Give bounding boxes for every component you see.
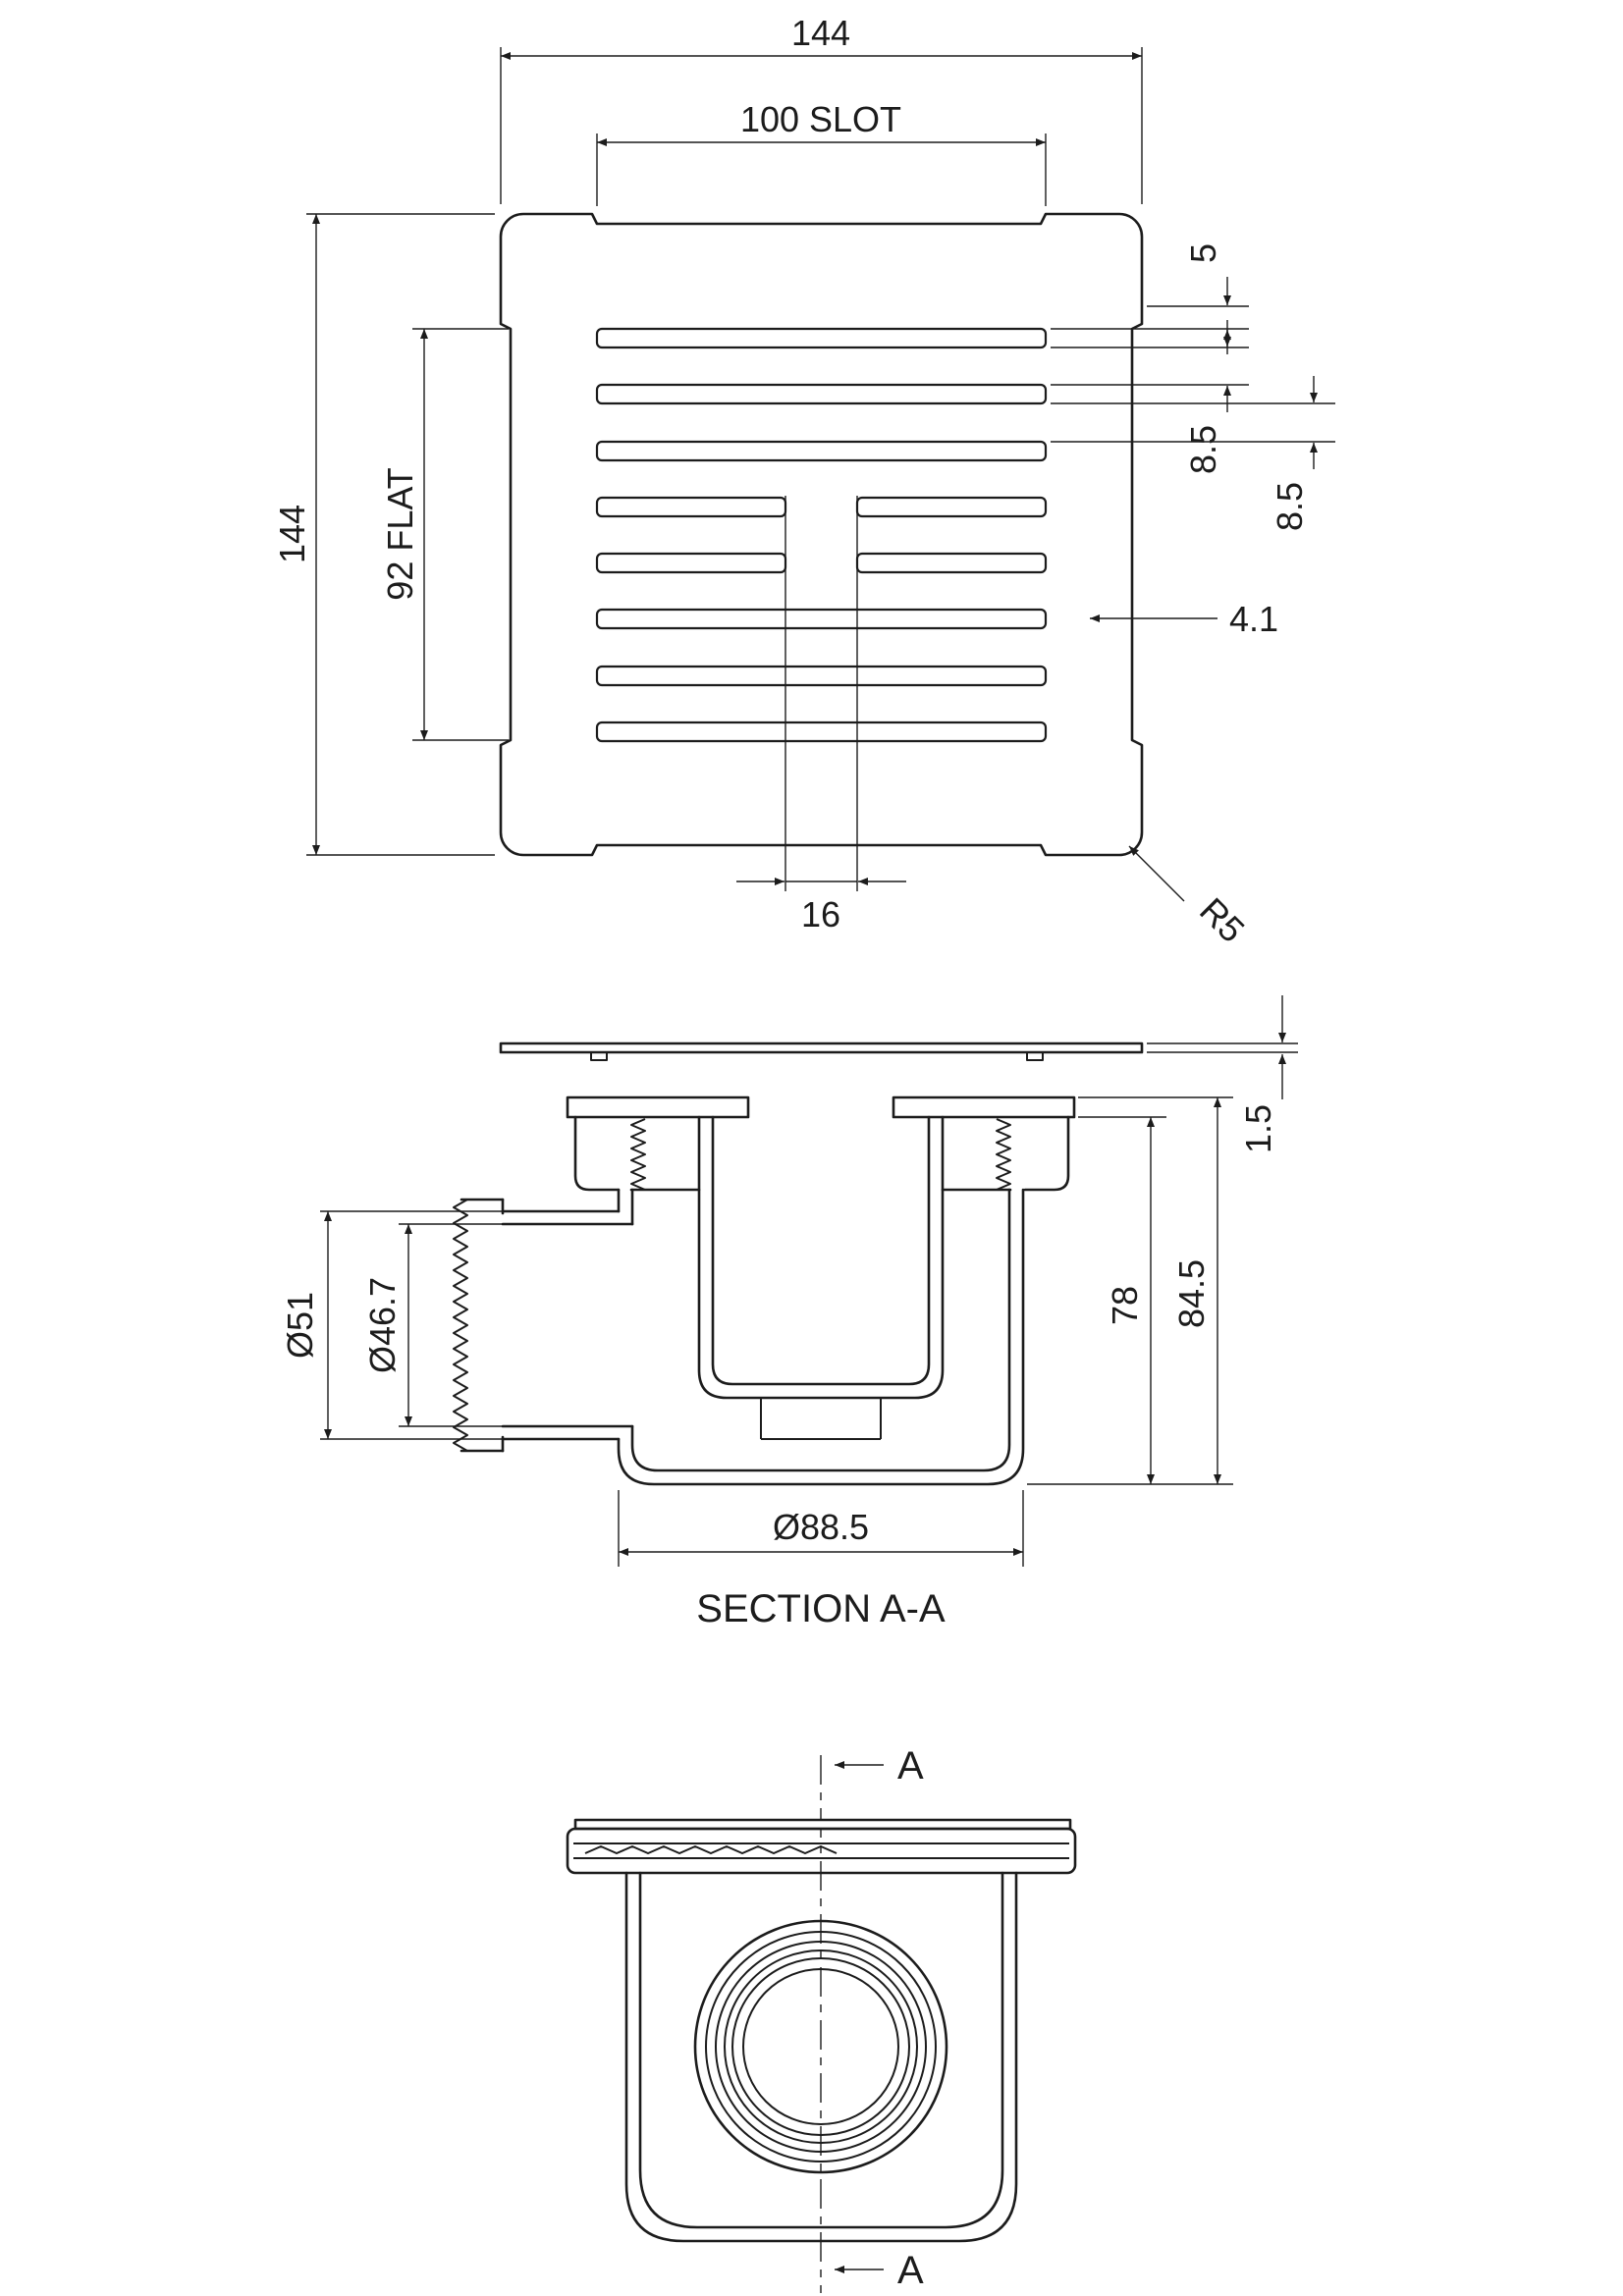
dim-slot-width-label: 100 SLOT [740,99,901,139]
cut-marker-top: A [835,1744,924,1788]
dim-center-gap: 16 [736,496,906,934]
cut-marker-bottom: A [835,2249,924,2292]
dim-edge-gap: 5 [1051,243,1249,354]
dim-body-diameter: Ø88.5 [618,1490,1024,1567]
flange-thread-squiggle [584,1845,838,1854]
dim-body-depth-label: 78 [1105,1286,1145,1325]
dim-slot-gap-b: 8.5 [1051,376,1335,531]
dim-slot-gap-a-label: 8.5 [1183,425,1223,474]
dim-plate-thickness: 1.5 [1147,995,1298,1153]
thread-left [630,1118,646,1191]
section-body [453,1041,1144,1486]
cup-inner [711,1115,931,1386]
outlet-nut [453,1198,505,1453]
cut-label-bottom: A [897,2249,924,2292]
dim-overall-height-label: 144 [272,505,312,563]
dim-slot-gap-a: 8.5 [1051,320,1249,474]
cover-plate [499,1041,1144,1054]
dim-flat-label: 92 FLAT [380,467,420,600]
dim-overall-depth: 84.5 [1078,1096,1233,1484]
dim-edge-gap-label: 5 [1183,243,1223,263]
dim-overall-width-label: 144 [791,13,850,53]
dim-slot-height-label: 4.1 [1229,599,1278,639]
flange-right [892,1095,1076,1119]
dim-pipe-id-label: Ø46.7 [362,1277,403,1373]
side-flange [566,1827,1077,1875]
dim-slot-height: 4.1 [1090,599,1278,639]
cup-outer [697,1115,945,1400]
flange-left [566,1095,750,1119]
body-inner [630,1188,1011,1472]
thread-right [996,1118,1011,1191]
cut-label-top: A [897,1744,924,1788]
side-body [566,1818,1077,2243]
dim-overall-depth-label: 84.5 [1171,1259,1212,1328]
top-view: 144 100 SLOT 144 92 FLAT [272,13,1335,950]
grate-outline [499,212,1144,857]
body-outer [617,1188,1025,1486]
dim-overall-height: 144 [272,213,495,856]
dim-center-gap-label: 16 [801,894,840,934]
grate-slots [595,327,1048,743]
outlet-socket-circles [693,1919,948,2174]
section-title: SECTION A-A [696,1587,946,1630]
dim-slot-gap-b-label: 8.5 [1270,482,1310,531]
dim-corner-radius-label: R5 [1192,889,1253,950]
dim-pipe-od-label: Ø51 [280,1292,320,1359]
side-cover-plate [573,1818,1072,1831]
side-body-outer [624,1871,1018,2243]
side-view: A A [566,1744,1077,2293]
dim-body-diameter-label: Ø88.5 [773,1507,869,1547]
dim-body-depth: 78 [1027,1116,1233,1485]
dim-plate-thickness-label: 1.5 [1238,1104,1278,1153]
dim-overall-width: 144 [500,13,1143,204]
section-view: 1.5 Ø51 Ø46.7 78 84.5 [280,995,1298,1630]
dim-flat: 92 FLAT [380,328,509,741]
dim-corner-radius: R5 [1128,845,1253,950]
dim-pipe-od: Ø51 [280,1210,503,1440]
dim-pipe-id: Ø46.7 [362,1223,503,1427]
trap-outlet [760,1398,882,1440]
dim-slot-width: 100 SLOT [596,99,1047,206]
side-body-inner [638,1871,1004,2229]
